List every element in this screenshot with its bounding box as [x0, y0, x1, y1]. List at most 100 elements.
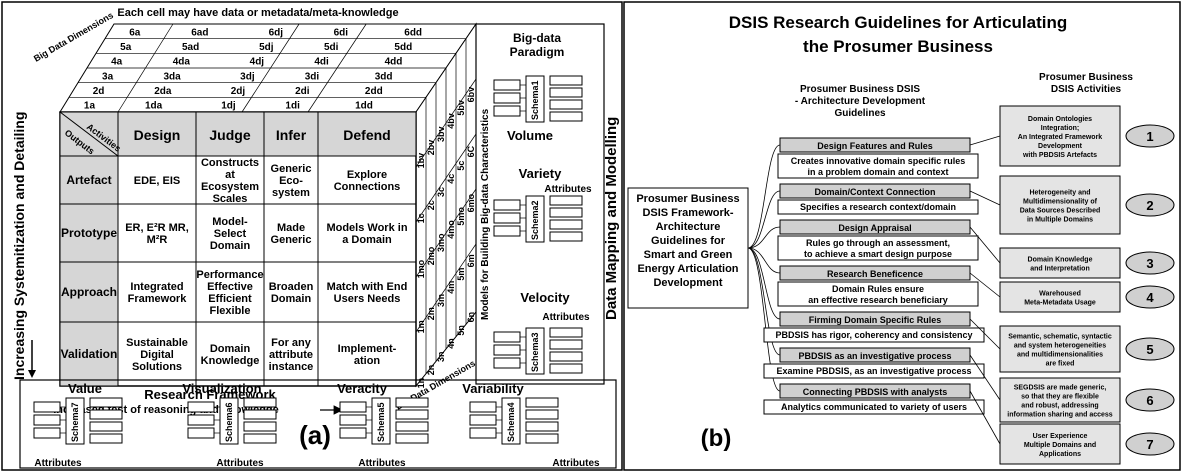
schema-attr-box [395, 397, 429, 408]
schema-attr-box [395, 433, 429, 444]
attributes-label: Attributes [216, 458, 264, 469]
guideline-title: Design Features and Rules [817, 141, 933, 151]
side-code: 3c [436, 187, 446, 197]
side-code: 2mo [426, 246, 436, 265]
top-code: 4dd [385, 57, 403, 68]
guidelines-header-line: Guidelines [834, 108, 886, 119]
schema-attr-box [33, 414, 61, 426]
guideline-desc: Specifies a research context/domain [800, 202, 956, 212]
schema-attr-box [89, 397, 123, 408]
header-row [59, 111, 417, 157]
top-code: 1di [285, 101, 300, 112]
panel-b-title-line1: DSIS Research Guidelines for Articulatin… [729, 13, 1068, 32]
side-code: 2c [426, 200, 436, 210]
panel-b: DSIS Research Guidelines for Articulatin… [623, 1, 1181, 471]
activity-number-badge [1125, 388, 1175, 412]
guideline-desc: PBDSIS has rigor, coherency and consiste… [775, 330, 972, 340]
activity-text: with PBDSIS Artefacts [1022, 152, 1097, 159]
guideline-title: Design Appraisal [838, 223, 911, 233]
activity-text: and Interpretation [1030, 266, 1090, 273]
grid-cell-text: Constructs [201, 157, 259, 169]
panel-b-title-line2: the Prosumer Business [803, 37, 993, 56]
side-code: 3mo [436, 233, 446, 252]
grid-cell-text: Implement- [338, 343, 397, 355]
activity-box [999, 175, 1121, 235]
top-code: 5dd [394, 42, 412, 53]
activity-box [999, 423, 1121, 465]
grid-cell-text: ER, E²R MR, [125, 222, 189, 234]
framework-left-box-line: Development [653, 277, 722, 289]
schema-attr-box [469, 401, 497, 413]
guideline-desc: Rules go through an assessment, [806, 238, 950, 248]
guidelines-header: Prosumer Business DSIS- Architecture Dev… [795, 84, 926, 119]
schema-attr-box [493, 199, 521, 211]
side-code: 2bv [426, 140, 436, 156]
side-code: 5m [456, 268, 466, 281]
grid-cell-text: system [272, 187, 310, 199]
activity-text: Domain Knowledge [1028, 257, 1093, 264]
activity-number: 7 [1146, 437, 1153, 452]
schema-attr-box [243, 409, 277, 420]
schema-attr-box [549, 99, 583, 110]
guideline-desc-box [777, 199, 979, 215]
grid-frame [59, 111, 417, 387]
schema-attr-box [89, 433, 123, 444]
top-code: 6dj [269, 27, 284, 38]
top-col-line [241, 23, 300, 113]
corner-diagonal [59, 111, 119, 157]
activity-text: and robust, addressing [1021, 403, 1098, 410]
side-code: 4bv [446, 113, 456, 129]
framework-left-box-line: DSIS Framework- [642, 207, 733, 219]
schema-attr-box [525, 397, 559, 408]
side-code: 5bv [456, 100, 466, 116]
schema-box [65, 397, 85, 445]
activity-connector [969, 354, 1001, 401]
activity-number-badge [1125, 285, 1175, 309]
side-code: 5c [456, 161, 466, 171]
grid-cell-text: Framework [128, 293, 188, 305]
schema-attr-box [549, 75, 583, 86]
activity-text: in Multiple Domains [1027, 217, 1093, 224]
grid-cell-text: instance [269, 361, 314, 373]
top-code: 5ad [182, 42, 199, 53]
grid-cell-text: Domain [271, 293, 312, 305]
schema-attr-box [493, 331, 521, 343]
framework-left-box [627, 187, 749, 309]
schema-box [219, 397, 239, 445]
attributes-label: Attributes [358, 458, 406, 469]
grid-cell-text: Sustainable [126, 337, 188, 349]
column-header: Infer [276, 127, 307, 143]
guideline-desc: Domain Rules ensure [832, 284, 924, 294]
framework-left-box-line: Architecture [656, 221, 721, 233]
top-code: 4di [314, 57, 329, 68]
row-label: Validation [61, 347, 118, 361]
column-header: Design [134, 127, 181, 143]
guideline-title: Connecting PBDSIS with analysts [803, 387, 948, 397]
activity-text: Domain Ontologies [1028, 116, 1092, 123]
schema-attr-box [549, 219, 583, 230]
schema-attr-box [549, 111, 583, 122]
grid-cell-text: Broaden [269, 281, 314, 293]
grid-cell-text: Made [277, 222, 305, 234]
activity-text: Data Sources Described [1020, 208, 1101, 215]
guideline-title: Domain/Context Connection [815, 187, 936, 197]
grid-cell-text: Solutions [132, 361, 182, 373]
activity-text: Integration; [1041, 125, 1080, 132]
schema-label: Schema3 [530, 332, 540, 372]
top-code: 2di [295, 86, 310, 97]
grid-cell-text: Eco- [279, 175, 303, 187]
top-col-line [117, 23, 174, 113]
guideline-desc: Analytics communicated to variety of use… [781, 402, 967, 412]
activity-text: information sharing and access [1007, 412, 1113, 419]
activity-box [999, 281, 1121, 313]
schema-attr-box [243, 433, 277, 444]
grid-cell-text: Model- [212, 216, 248, 228]
grid-cell-text: Explore [347, 169, 387, 181]
activity-text: SEGDSIS are made generic, [1014, 385, 1107, 392]
grid-cell-text: Ecosystem [201, 181, 259, 193]
schema-label: Schema6 [224, 402, 234, 442]
panel-a-tag: (a) [299, 420, 331, 450]
